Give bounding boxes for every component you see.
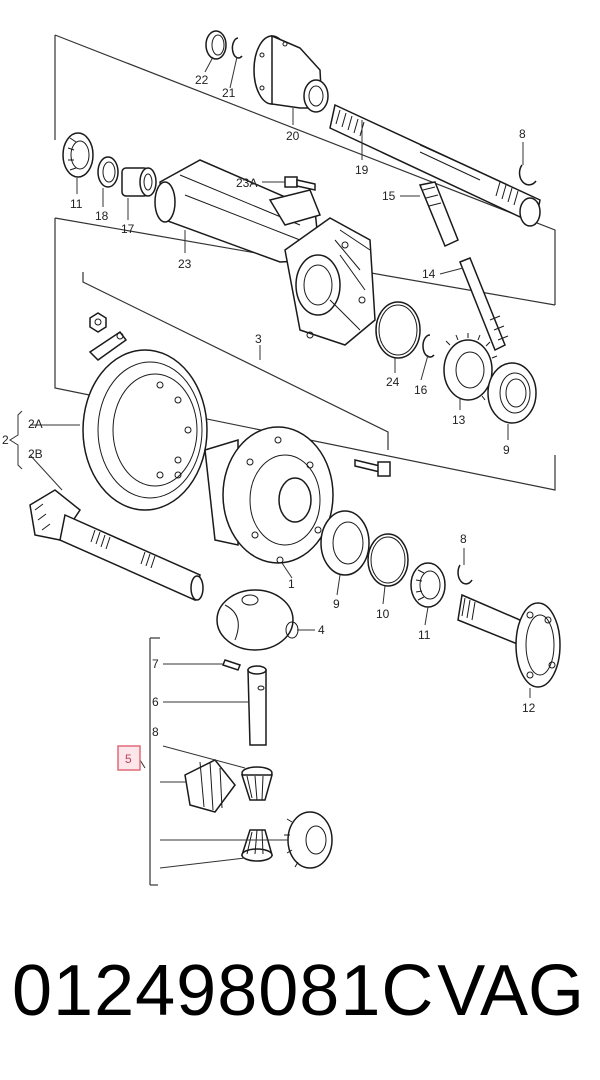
label-14: 14 (422, 267, 436, 281)
label-5: 5 (125, 752, 132, 766)
part-nut (89, 312, 107, 333)
leader-lines (9, 56, 531, 869)
part-20-flange (253, 34, 329, 113)
part-17-bushing (121, 167, 157, 197)
part-lock-plate (88, 330, 128, 361)
part-6-cross-shaft (247, 665, 267, 746)
label-11-lower: 11 (418, 628, 431, 642)
label-1: 1 (288, 577, 295, 591)
label-23: 23 (178, 257, 192, 271)
part-7-pin (222, 659, 241, 671)
label-19: 19 (355, 163, 369, 177)
part-9-bearing-top (487, 362, 537, 424)
label-15: 15 (382, 189, 396, 203)
part-9-bearing-lower (320, 510, 370, 576)
label-20: 20 (286, 129, 300, 143)
part-1-differential-housing (204, 426, 334, 564)
part-23A-bolt (284, 176, 316, 191)
label-2B: 2B (28, 447, 43, 461)
part-8-side-gear-right (284, 811, 333, 869)
part-12-flange-shaft (457, 593, 561, 688)
label-6: 6 (152, 695, 159, 709)
label-7: 7 (152, 657, 159, 671)
label-2: 2 (2, 433, 9, 447)
label-22: 22 (195, 73, 209, 87)
label-8-lower: 8 (152, 725, 159, 739)
label-11-top: 11 (70, 197, 83, 211)
label-16: 16 (414, 383, 428, 397)
label-13: 13 (452, 413, 466, 427)
footer: 012498081C VAG (0, 950, 600, 1060)
part-21-ring (231, 37, 243, 59)
brand-name: VAG (437, 951, 584, 1031)
part-15-pinion (418, 181, 459, 248)
label-9-lower: 9 (333, 597, 340, 611)
part-8-clip-top (518, 164, 537, 186)
part-19-shaft (329, 103, 541, 227)
label-2A: 2A (28, 417, 43, 431)
highlight-box-label-5 (117, 745, 141, 771)
label-8-right: 8 (460, 532, 467, 546)
label-24: 24 (386, 375, 400, 389)
label-21: 21 (222, 86, 236, 100)
label-17: 17 (121, 222, 135, 236)
part-8-clip-lower (457, 564, 473, 585)
part-10-shim-ring (367, 533, 409, 587)
part-18-ring (97, 156, 119, 188)
label-4: 4 (318, 623, 325, 637)
part-16-clip (422, 334, 435, 358)
part-number: 012498081C (12, 951, 435, 1031)
part-4-differential-cage (216, 589, 299, 651)
part-11-bearing-lower (410, 562, 446, 608)
gearbox-housing-flange (284, 217, 376, 346)
label-12: 12 (522, 701, 536, 715)
label-23A: 23A (236, 176, 257, 190)
part-22-circlip (205, 30, 227, 60)
label-18: 18 (95, 209, 109, 223)
label-8-top: 8 (519, 127, 526, 141)
part-24-o-ring (375, 301, 421, 359)
part-2A-ring-gear (82, 349, 208, 511)
part-14-shaft (459, 257, 509, 352)
part-5-bevel-gear-bottom (240, 829, 273, 862)
part-8-bevel-gear-left (184, 759, 236, 813)
part-2B-pinion-shaft (29, 489, 204, 602)
part-labels: 22 21 20 19 8 11 18 17 23A 23 15 14 24 1… (2, 73, 536, 766)
part-11-bearing-top (62, 132, 94, 178)
part-bolt-diff (354, 459, 391, 477)
part-8-bevel-gear-top (240, 766, 273, 801)
label-3: 3 (255, 332, 262, 346)
label-10: 10 (376, 607, 390, 621)
label-9-top: 9 (503, 443, 510, 457)
